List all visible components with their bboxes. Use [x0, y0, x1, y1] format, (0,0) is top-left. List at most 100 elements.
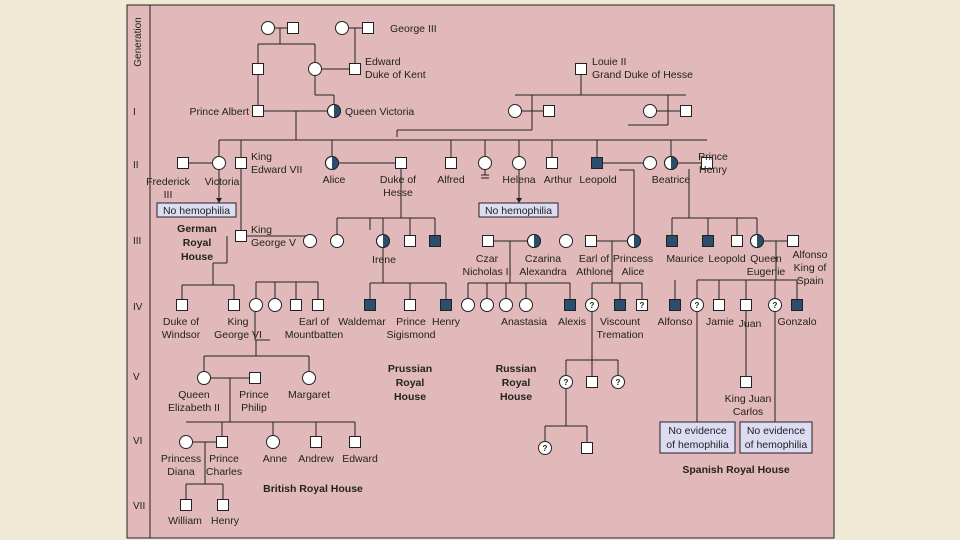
male-square — [217, 499, 229, 511]
note-box — [659, 421, 736, 454]
carrier-half-fill — [383, 234, 390, 248]
female-circle — [179, 435, 193, 449]
affected-male-square — [666, 235, 678, 247]
person-label: King — [227, 316, 248, 328]
person-label: George V — [251, 237, 296, 249]
person-label: Alfonso — [792, 249, 827, 261]
generation-label-VII: VII — [133, 501, 145, 512]
affected-male-square — [364, 299, 376, 311]
person-sigismond — [404, 299, 416, 311]
affected-male-square — [429, 235, 441, 247]
person-label: Spain — [797, 275, 824, 287]
prussian-house-label: Royal — [396, 377, 425, 389]
female-circle — [212, 156, 226, 170]
person-albert — [252, 105, 264, 117]
person-label: Prince — [239, 389, 269, 401]
person-pa_f — [252, 63, 264, 75]
female-circle — [197, 371, 211, 385]
person-gIII_f — [261, 21, 275, 35]
british-house-label: British Royal House — [263, 483, 363, 495]
male-square — [252, 63, 264, 75]
person-label: Alfonso — [657, 316, 692, 328]
female-circle — [249, 298, 263, 312]
person-label: Helena — [502, 174, 535, 186]
person-dukeh — [395, 157, 407, 169]
male-square — [701, 157, 713, 169]
person-label: Alexandra — [519, 266, 566, 278]
person-leopold2 — [702, 235, 714, 247]
male-square — [731, 235, 743, 247]
person-palice — [627, 234, 641, 248]
person-label: Athlone — [576, 266, 612, 278]
person-juan — [740, 299, 752, 311]
person-label: Jamie — [706, 316, 734, 328]
person-label: Irene — [372, 254, 396, 266]
affected-male-square — [564, 299, 576, 311]
person-h1f — [508, 104, 522, 118]
person-lw — [643, 156, 657, 170]
person-label: Windsor — [162, 329, 201, 341]
person-label: Anastasia — [501, 316, 547, 328]
person-charles — [216, 436, 228, 448]
male-square — [482, 235, 494, 247]
generation-label-IV: IV — [133, 302, 143, 313]
carrier-half-fill — [634, 234, 641, 248]
person-athlone — [585, 235, 597, 247]
person-label: Czar — [476, 253, 499, 265]
person-alexandra — [527, 234, 541, 248]
male-square — [404, 299, 416, 311]
person-diana — [179, 435, 193, 449]
person-label: Henry — [432, 316, 461, 328]
male-square — [680, 105, 692, 117]
female-circle — [461, 298, 475, 312]
male-square — [349, 436, 361, 448]
female-circle — [478, 156, 492, 170]
person-george6 — [228, 299, 240, 311]
person-alfonso13 — [787, 235, 799, 247]
male-square — [235, 157, 247, 169]
female-circle — [559, 234, 573, 248]
person-windsor — [176, 299, 188, 311]
person-maurice — [666, 235, 678, 247]
carrier-half-fill — [757, 234, 764, 248]
person-george5 — [235, 230, 247, 242]
person-label: Alice — [323, 174, 346, 186]
note-of-hemophilia: of hemophilia — [666, 439, 729, 451]
female-circle — [480, 298, 494, 312]
person-label: Beatrice — [652, 174, 691, 186]
male-square — [349, 63, 361, 75]
male-square — [404, 235, 416, 247]
male-square — [310, 436, 322, 448]
note-no-evidence: No evidence — [747, 425, 806, 437]
person-label: Edward — [365, 56, 401, 68]
carrier-half-fill — [334, 104, 341, 118]
person-label: Prince Albert — [189, 106, 249, 118]
person-label: Victoria — [205, 176, 240, 188]
note-box — [478, 202, 559, 218]
person-sq1: ? — [690, 298, 704, 312]
individuals: ??????? — [176, 21, 803, 511]
person-label: George VI — [214, 329, 262, 341]
person-label: III — [164, 189, 173, 201]
person-waldemar — [364, 299, 376, 311]
person-label: Eugenie — [747, 266, 786, 278]
person-nicholas — [482, 235, 494, 247]
person-label: King of — [794, 262, 827, 274]
generation-label-I: I — [133, 107, 136, 118]
person-alfred — [445, 157, 457, 169]
female-circle — [538, 441, 552, 455]
person-g3 — [362, 22, 374, 34]
male-square — [787, 235, 799, 247]
person-label: Queen — [750, 253, 782, 265]
female-circle — [268, 298, 282, 312]
person-tq2: ? — [636, 299, 648, 311]
person-v_m — [586, 376, 598, 388]
person-margaret — [302, 371, 316, 385]
carrier-half-fill — [534, 234, 541, 248]
male-square — [546, 157, 558, 169]
person-eugenie — [750, 234, 764, 248]
person-anne — [266, 435, 280, 449]
carrier-outline — [527, 234, 541, 248]
arrowhead-icon — [216, 198, 222, 203]
male-square — [740, 376, 752, 388]
